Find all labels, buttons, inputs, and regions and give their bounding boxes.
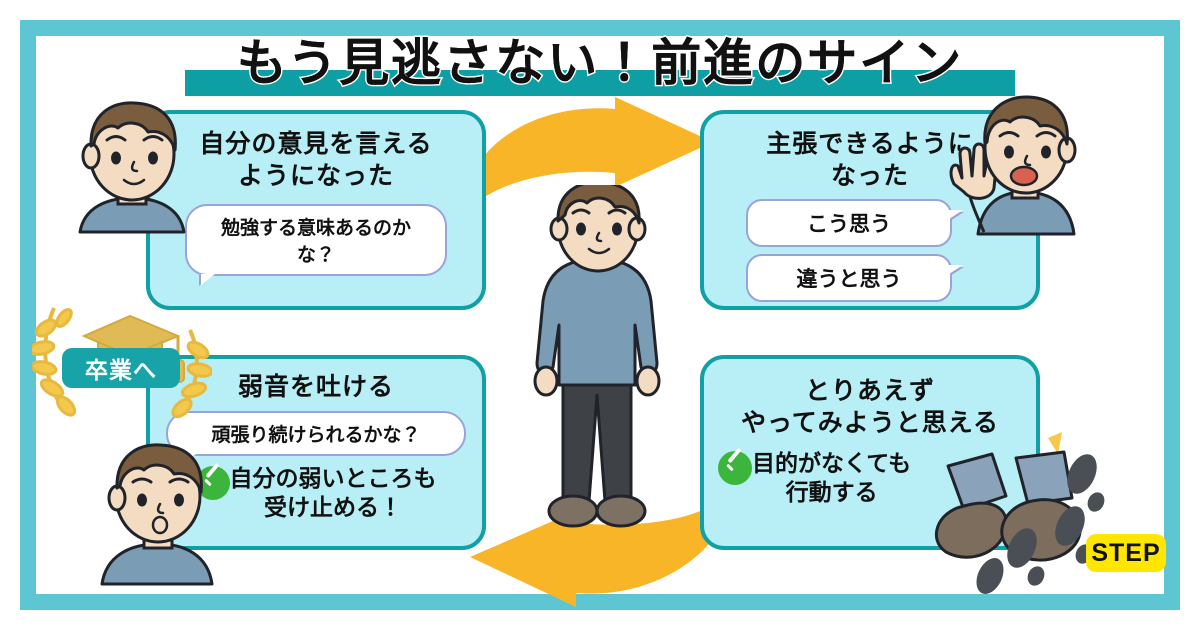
card-top-left-title: 自分の意見を言える ようになった	[150, 128, 482, 192]
check-item-label: 目的がなくても 行動する	[752, 449, 911, 507]
check-circle-icon	[718, 451, 752, 485]
footprints-icon	[976, 454, 1105, 594]
page-title-text-stroke: もう見逃さない！前進のサイン	[235, 34, 964, 93]
speech-bubble: 頑張り続けられるかな？	[166, 411, 466, 456]
check-line-1: 目的がなくても	[752, 450, 912, 476]
step-badge-label: STEP	[1091, 538, 1161, 567]
card-bottom-left-title: 弱音を吐ける	[150, 371, 482, 403]
check-item-label: 自分の弱いところも 受け止める！	[230, 464, 437, 522]
curved-arrow-left-icon	[450, 495, 740, 615]
outer-frame-border	[20, 20, 1180, 610]
graduation-badge-group: 卒業へ	[28, 300, 214, 425]
speech-bubble: 勉強する意味あるのかな？	[185, 204, 447, 276]
graduation-badge[interactable]: 卒業へ	[62, 348, 180, 388]
card-title-line-2: ようになった	[237, 162, 394, 190]
check-item: 自分の弱いところも 受け止める！	[150, 464, 482, 522]
card-title-line-1: 弱音を吐ける	[237, 373, 394, 401]
card-bottom-right-title: とりあえず やってみようと思える	[704, 375, 1036, 439]
card-top-right-title: 主張できるように なった	[704, 128, 1036, 192]
boy-waving-hand-avatar	[938, 92, 1088, 247]
standing-boy-illustration	[505, 180, 695, 550]
card-title-line-2: やってみようと思える	[740, 409, 999, 437]
boy-head-worried-avatar	[88, 438, 228, 593]
check-line-2: 行動する	[785, 478, 878, 505]
curved-arrow-right-icon	[455, 95, 725, 210]
check-item: 目的がなくても 行動する	[704, 449, 1036, 507]
speech-bubble: こう思う	[746, 199, 952, 247]
title-underline-bar	[185, 70, 1015, 96]
speech-bubble: 違うと思う	[746, 254, 952, 302]
graduation-badge-label: 卒業へ	[85, 357, 157, 383]
card-title-line-2: なった	[830, 162, 909, 190]
page-title-text: もう見逃さない！前進のサイン	[236, 35, 964, 91]
page-title: もう見逃さない！前進のサイン もう見逃さない！前進のサイン	[185, 28, 1015, 100]
card-title-line-1: 自分の意見を言える	[199, 130, 433, 158]
walking-feet-illustration	[930, 430, 1140, 615]
check-line-2: 受け止める！	[264, 493, 402, 520]
step-badge[interactable]: STEP	[1086, 534, 1166, 572]
card-title-line-1: とりあえず	[804, 377, 935, 405]
card-top-right[interactable]: 主張できるように なった こう思う 違うと思う	[700, 110, 1040, 310]
boy-head-neutral-avatar	[62, 100, 202, 245]
check-line-1: 自分の弱いところも	[229, 465, 437, 491]
card-title-line-1: 主張できるように	[766, 130, 974, 158]
